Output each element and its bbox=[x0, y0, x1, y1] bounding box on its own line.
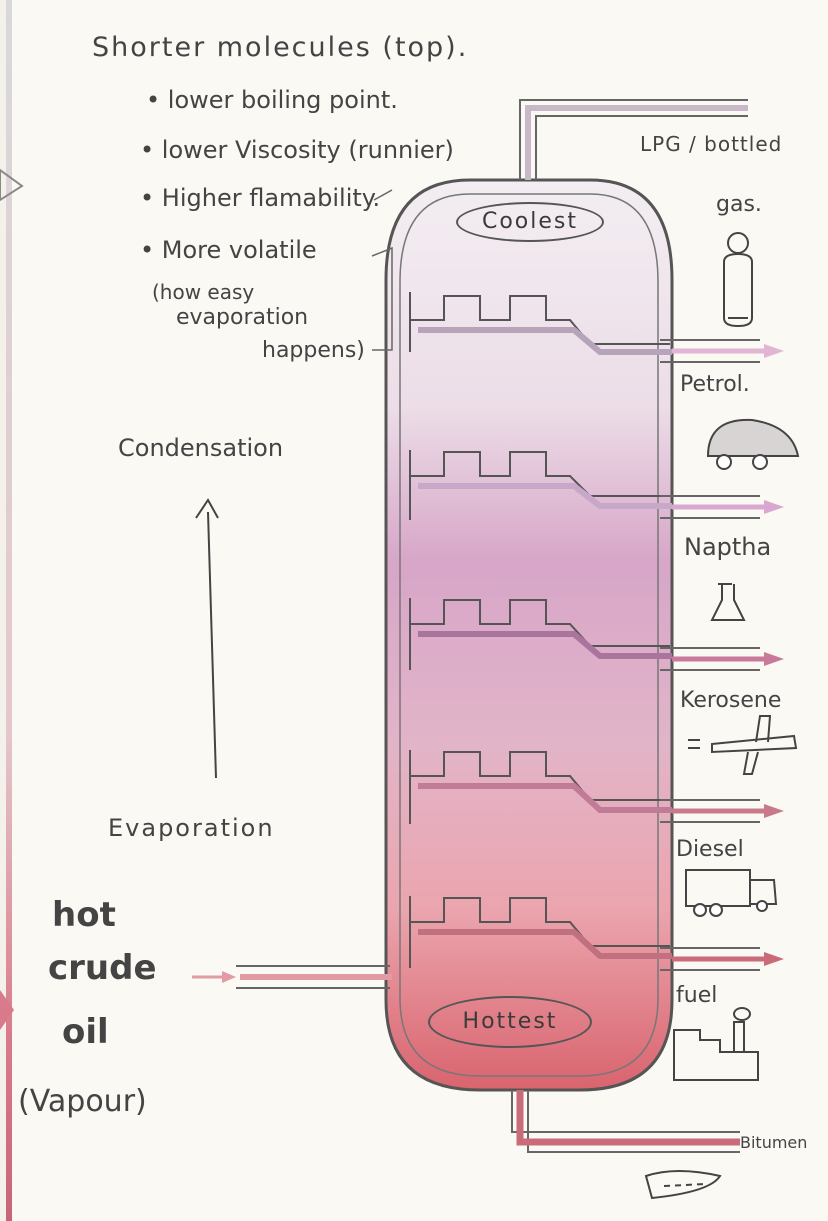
bitumen-pipe bbox=[511, 1090, 740, 1153]
product-petrol: Petrol. bbox=[680, 372, 750, 397]
tray-4 bbox=[409, 750, 784, 824]
lorry-icon bbox=[685, 869, 778, 917]
note-viscosity: • lower Viscosity (runnier) bbox=[140, 136, 454, 164]
input-label-hot: hot bbox=[52, 895, 116, 935]
note-volatile-explain-1: (how easy bbox=[152, 280, 255, 304]
notes-title: Shorter molecules (top). bbox=[92, 32, 469, 63]
notes-bracket bbox=[371, 189, 393, 351]
flask-icon bbox=[710, 583, 746, 621]
note-volatile-explain-3: happens) bbox=[262, 338, 365, 363]
crude-oil-inlet bbox=[192, 965, 392, 989]
input-label-oil: oil bbox=[62, 1012, 109, 1052]
gas-bottle-icon bbox=[723, 232, 753, 328]
edge-arrow-icon bbox=[0, 168, 24, 202]
condensation-label: Condensation bbox=[118, 434, 284, 462]
product-fuel: fuel bbox=[676, 983, 718, 1008]
coolest-label: Coolest bbox=[456, 202, 604, 242]
tray-3 bbox=[409, 598, 784, 671]
note-flammability: • Higher flamability. bbox=[140, 184, 381, 212]
product-diesel: Diesel bbox=[676, 837, 744, 862]
note-volatile-explain-2: evaporation bbox=[176, 305, 309, 330]
hottest-label: Hottest bbox=[428, 996, 592, 1048]
lpg-pipe bbox=[519, 99, 748, 180]
product-bitumen: Bitumen bbox=[740, 1133, 808, 1152]
input-label-crude: crude bbox=[48, 948, 157, 988]
airplane-icon bbox=[688, 715, 798, 775]
road-icon bbox=[644, 1170, 722, 1200]
arrow-head-icon bbox=[195, 498, 219, 519]
edge-arrow-icon bbox=[0, 990, 14, 1030]
input-label-vapour: (Vapour) bbox=[18, 1084, 147, 1119]
tray-5 bbox=[409, 896, 784, 971]
tray-1 bbox=[409, 292, 784, 363]
product-kerosene: Kerosene bbox=[680, 688, 782, 713]
note-volatile: • More volatile bbox=[140, 236, 317, 264]
product-lpg-gas: gas. bbox=[716, 192, 762, 217]
factory-icon bbox=[673, 1007, 759, 1081]
condensation-arrow bbox=[207, 511, 217, 779]
note-boiling-point: • lower boiling point. bbox=[146, 86, 398, 114]
product-lpg: LPG / bottled bbox=[640, 132, 783, 156]
car-icon bbox=[706, 418, 800, 470]
tray-2 bbox=[409, 450, 784, 520]
page-margin-line bbox=[6, 0, 12, 1221]
product-naptha: Naptha bbox=[684, 533, 772, 561]
column-inner-wall bbox=[399, 193, 659, 1077]
evaporation-label: Evaporation bbox=[108, 814, 275, 842]
